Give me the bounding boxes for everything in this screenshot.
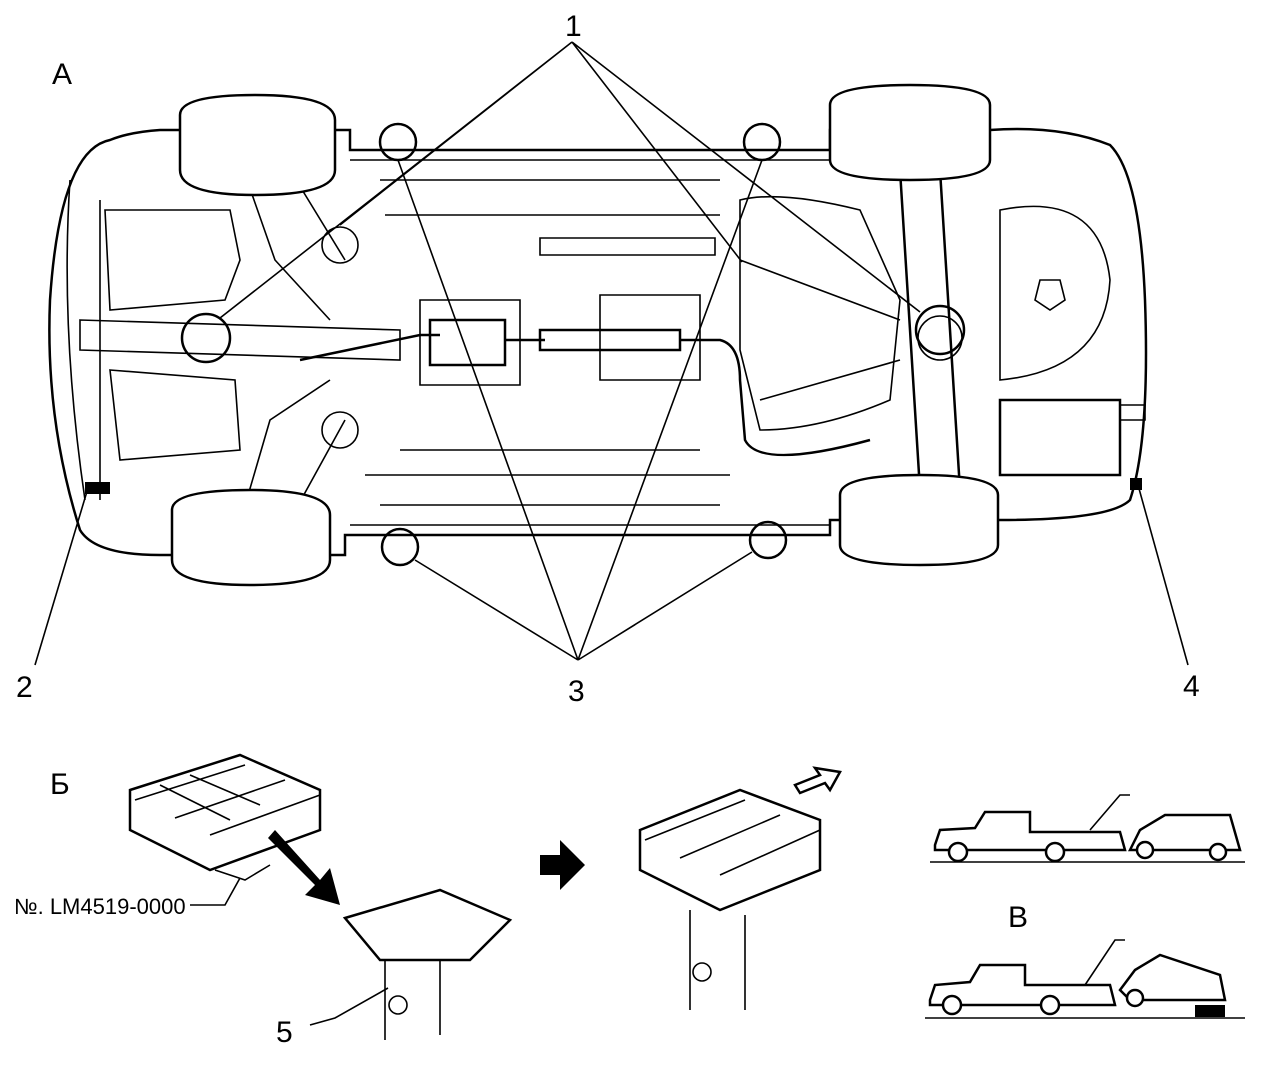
jack-pad-installed [638,766,842,1010]
tow-truck-top [930,794,1245,863]
wheels [170,83,1000,587]
view-v-label: В [1008,901,1029,934]
wheel-rear-left [828,83,992,182]
part-number: №. LM4519-0000 [14,894,186,919]
car-underbody [48,127,1148,557]
callout-5: 5 [276,1016,293,1049]
view-b-label: Б [50,768,70,801]
arrow-right-icon [540,840,585,890]
callout-1: 1 [565,10,582,43]
part-number-leader [190,877,241,906]
arrow-down-right-icon [268,830,340,905]
jack-stand [309,888,513,1040]
callout-lines [34,41,1189,666]
callout-4: 4 [1183,670,1200,703]
wheel-front-right [170,488,332,587]
tow-truck-bottom [925,939,1245,1019]
view-a-label: А [52,58,73,91]
callout-3: 3 [568,675,585,708]
wheel-rear-right [838,473,1000,567]
callout-2: 2 [16,671,33,704]
wheel-front-left [178,93,337,197]
